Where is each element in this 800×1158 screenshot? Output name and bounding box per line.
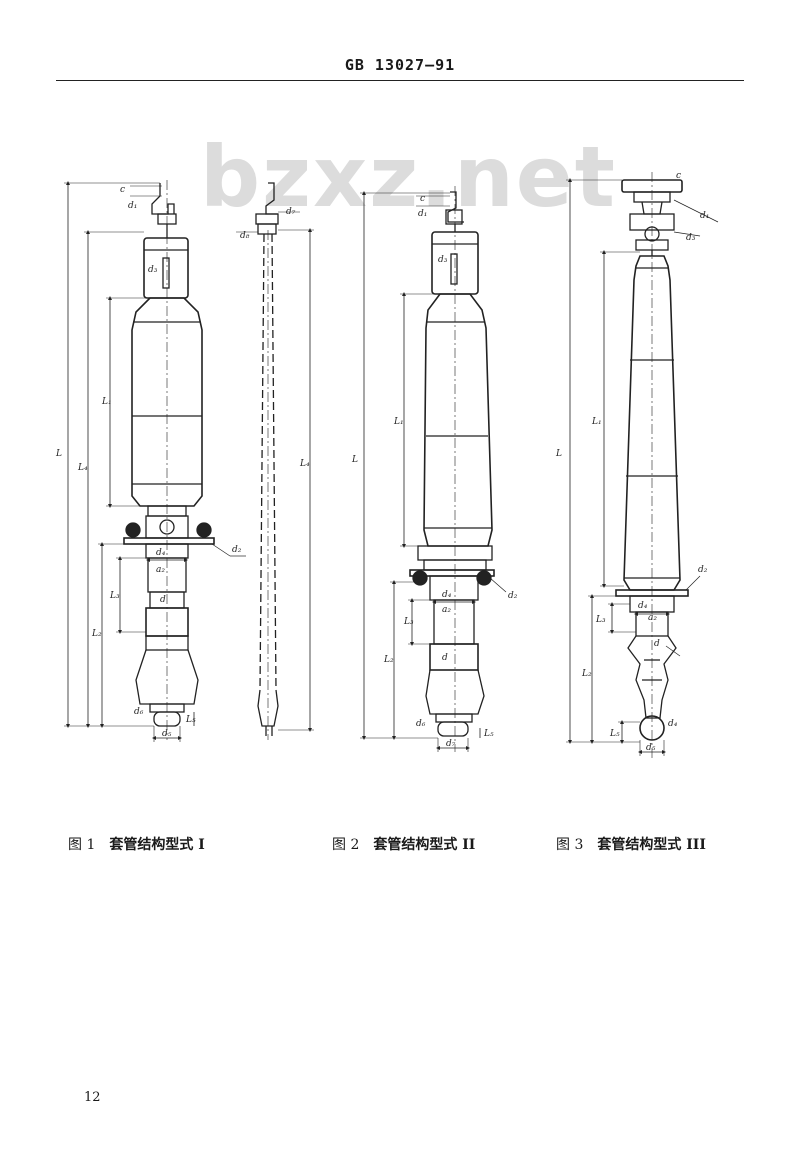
fig2-label-d1: d₁ <box>418 209 427 219</box>
fig2-label-d6: d₆ <box>416 719 426 729</box>
figure-3-number: 图 3 <box>556 837 584 853</box>
fig3-label-a2: a₂ <box>648 613 657 623</box>
fig1-label-L3: L₃ <box>109 591 120 601</box>
figure-1-caption: 图 1 套管结构型式 I <box>68 834 205 854</box>
fig2-label-d4: d₄ <box>442 590 452 600</box>
fig1-label-a2: a₂ <box>156 565 165 575</box>
fig1-rod-label-L4: L₄ <box>299 459 310 469</box>
fig2-label-L1: L₁ <box>393 417 404 427</box>
figure-3-caption: 图 3 套管结构型式 III <box>556 834 706 854</box>
fig3-label-L3: L₃ <box>595 615 606 625</box>
fig1-label-d6: d₆ <box>134 707 144 717</box>
page-number: 12 <box>84 1090 101 1105</box>
figure-2-number: 图 2 <box>332 837 360 853</box>
fig2-label-L2: L₂ <box>383 655 394 665</box>
fig2-label-L3: L₃ <box>403 617 414 627</box>
fig2-label-d7: d₇ <box>446 739 456 749</box>
fig1-label-d5: d₅ <box>162 729 172 739</box>
fig3-label-d5: d₅ <box>646 743 656 753</box>
fig1-label-L1: L₁ <box>101 397 112 407</box>
figure-3-drawing <box>566 172 719 760</box>
fig1-label-L5: L₅ <box>185 715 196 725</box>
figure-2-caption: 图 2 套管结构型式 II <box>332 834 475 854</box>
header-rule <box>56 80 744 81</box>
fig1-label-d: d <box>160 595 166 605</box>
fig2-label-a2: a₂ <box>442 605 451 615</box>
standard-code-header: GB 13027—91 <box>344 56 456 74</box>
watermark: bzxz.net <box>200 128 617 226</box>
fig2-label-L5: L₅ <box>483 729 494 739</box>
fig3-label-L5: L₅ <box>609 729 620 739</box>
fig1-label-d4: d₄ <box>156 548 166 558</box>
fig1-label-L: L <box>55 449 62 459</box>
fig1-label-d2: d₂ <box>232 545 242 555</box>
fig3-label-L1: L₁ <box>591 417 602 427</box>
figure-1-number: 图 1 <box>68 837 96 853</box>
fig2-label-L: L <box>351 455 358 465</box>
figure-3-title: 套管结构型式 III <box>597 837 706 853</box>
figure-1-title: 套管结构型式 I <box>109 837 205 853</box>
fig3-label-L2: L₂ <box>581 669 592 679</box>
fig2-label-c: c <box>420 194 425 204</box>
figure-1-rod-drawing <box>236 182 314 740</box>
fig3-label-d1: d₁ <box>700 211 709 221</box>
fig2-label-d3: d₃ <box>438 255 448 265</box>
fig2-label-d2: d₂ <box>508 591 518 601</box>
fig3-label-d4: d₄ <box>638 601 648 611</box>
fig1-label-d3: d₃ <box>148 265 158 275</box>
fig1-label-L4: L₄ <box>77 463 88 473</box>
fig3-label-d3: d₃ <box>686 233 696 243</box>
fig2-label-d: d <box>442 653 448 663</box>
figure-2-drawing <box>360 186 507 752</box>
fig3-label-c: c <box>676 171 681 181</box>
fig3-label-d: d <box>654 639 660 649</box>
figure-2-title: 套管结构型式 II <box>373 837 476 853</box>
fig3-label-d4-bottom: d₄ <box>668 719 678 729</box>
fig1-label-L2: L₂ <box>91 629 102 639</box>
fig1-label-d7: d₇ <box>286 207 296 217</box>
figure-1-drawing <box>64 180 246 742</box>
fig3-label-d2: d₂ <box>698 565 708 575</box>
fig1-label-d1: d₁ <box>128 201 137 211</box>
fig3-label-L: L <box>555 449 562 459</box>
fig1-label-c: c <box>120 185 125 195</box>
fig1-label-d8: d₈ <box>240 231 250 241</box>
